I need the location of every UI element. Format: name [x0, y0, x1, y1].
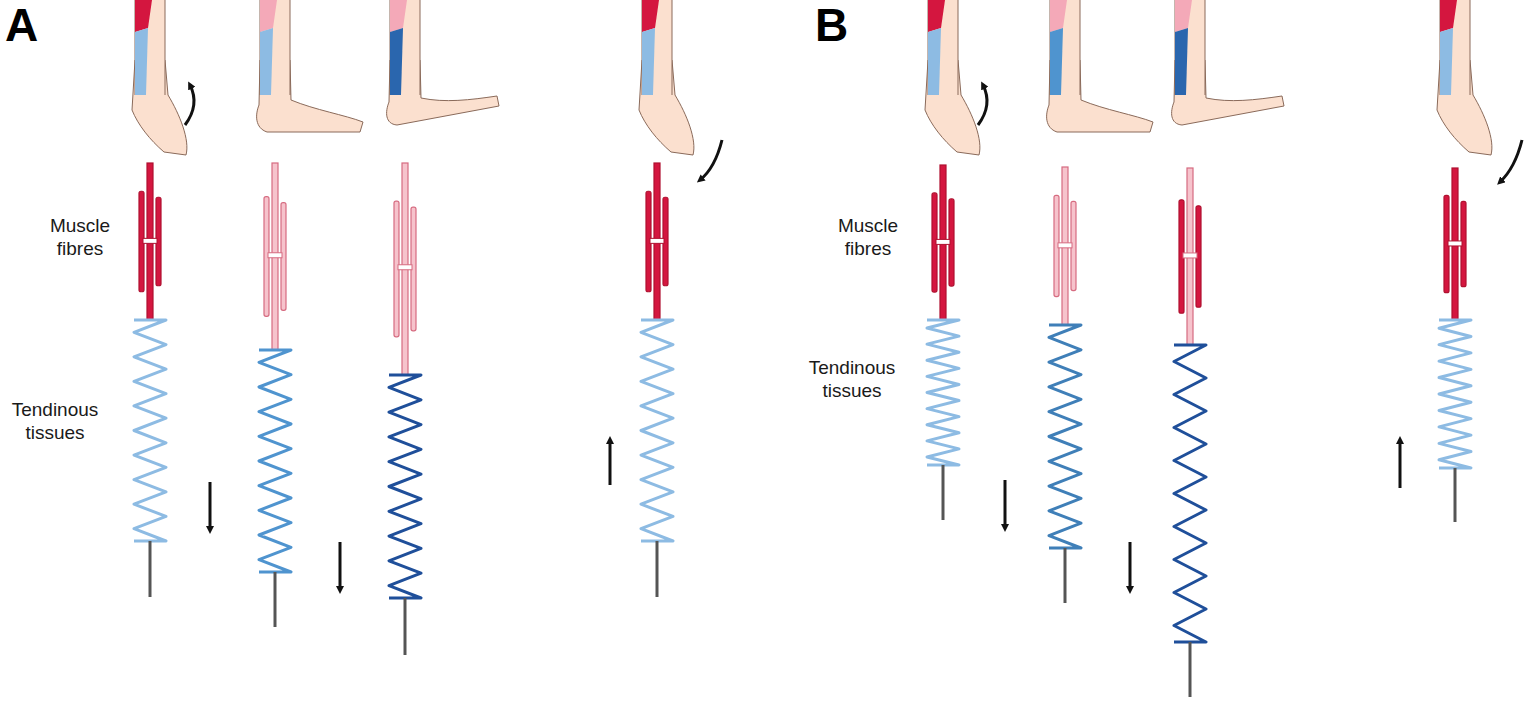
length-arrow	[609, 440, 612, 485]
part-label: Muscle fibres	[813, 214, 923, 260]
tendon-spring	[641, 320, 673, 597]
muscle-fibre	[394, 163, 416, 375]
length-arrow	[339, 542, 342, 590]
length-arrow	[1129, 542, 1132, 590]
tendon-spring	[389, 375, 421, 655]
leg-illustration	[257, 0, 363, 132]
muscle-fibre	[139, 163, 161, 320]
rotation-arrow	[978, 85, 987, 125]
tendon-spring	[259, 350, 291, 627]
muscle-fibre	[1179, 168, 1201, 345]
rotation-arrow	[185, 85, 194, 125]
muscle-fibre	[1054, 167, 1076, 325]
leg-illustration	[1047, 0, 1153, 132]
length-arrow	[209, 482, 212, 530]
leg-illustration	[387, 0, 499, 125]
muscle-fibre	[646, 163, 668, 320]
part-label: Tendinous tissues	[792, 356, 912, 402]
tendon-spring	[1174, 345, 1206, 697]
part-label: Muscle fibres	[25, 214, 135, 260]
muscle-fibre	[1444, 168, 1466, 320]
muscle-fibre	[264, 163, 286, 350]
rotation-arrow	[700, 140, 722, 180]
panel-letter: A	[5, 0, 65, 50]
leg-illustration	[1172, 0, 1284, 125]
panel-letter: B	[815, 0, 875, 50]
leg-illustration	[132, 0, 187, 155]
length-arrow	[1399, 440, 1402, 488]
part-label: Tendinous tissues	[0, 398, 110, 444]
leg-illustration	[1437, 0, 1492, 155]
length-arrow	[1004, 480, 1007, 528]
tendon-spring	[1049, 325, 1081, 603]
leg-illustration	[925, 0, 980, 155]
tendon-spring	[134, 320, 166, 597]
tendon-spring	[927, 320, 959, 520]
tendon-spring	[1439, 320, 1471, 522]
rotation-arrow	[1500, 140, 1522, 182]
leg-illustration	[639, 0, 694, 155]
muscle-fibre	[932, 165, 954, 320]
